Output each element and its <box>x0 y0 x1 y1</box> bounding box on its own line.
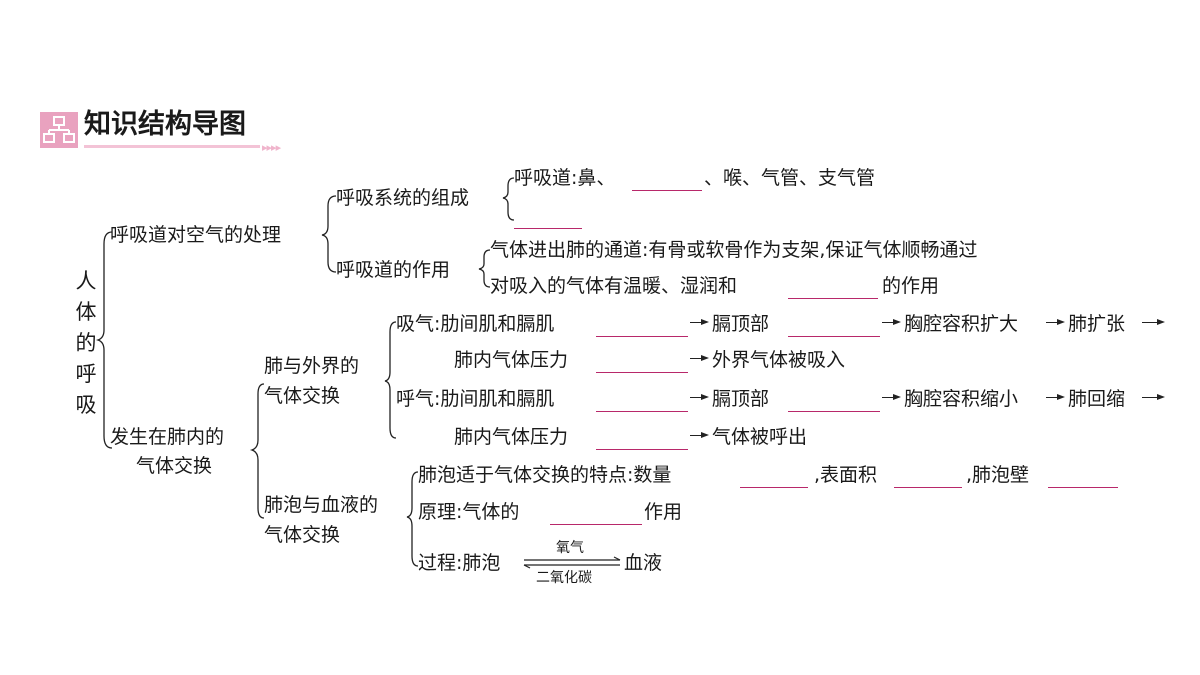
arrow-icon <box>701 319 709 325</box>
function-bracket <box>478 249 491 288</box>
process-prefix: 过程:肺泡 <box>418 552 501 574</box>
arrow-icon <box>893 319 901 325</box>
principle-suffix: 作用 <box>644 501 683 523</box>
knowledge-map-icon <box>40 112 78 148</box>
exhale-diaphragm: 膈顶部 <box>712 388 770 410</box>
exhale-pressure: 肺内气体压力 <box>454 426 569 448</box>
inhale-chest: 胸腔容积扩大 <box>904 313 1019 335</box>
blank-clean[interactable] <box>788 298 878 299</box>
arrow-shaft <box>690 322 702 324</box>
arrow-shaft <box>690 435 702 437</box>
function-line2-b: 的作用 <box>882 275 940 297</box>
process-top-label: 氧气 <box>556 540 584 556</box>
exhale-result: 气体被呼出 <box>712 426 808 448</box>
blood-label-2: 气体交换 <box>264 524 341 546</box>
blank-exhale-pressure[interactable] <box>596 449 688 450</box>
branch1-label: 呼吸道对空气的处理 <box>110 224 282 246</box>
blood-bracket <box>406 471 419 567</box>
exhale-prefix: 呼气:肋间肌和膈肌 <box>396 388 555 410</box>
inhale-prefix: 吸气:肋间肌和膈肌 <box>396 313 555 335</box>
composition-line1-b: 、喉、气管、支气管 <box>704 167 876 189</box>
arrow-shaft <box>882 397 894 399</box>
composition-label: 呼吸系统的组成 <box>336 187 470 209</box>
blank-exhale-diaphragm[interactable] <box>788 411 880 412</box>
exhale-lung: 肺回缩 <box>1068 388 1126 410</box>
title-decoration: ▸▸▸▸ <box>262 141 281 154</box>
composition-bracket <box>502 177 515 221</box>
inhale-diaphragm: 膈顶部 <box>712 313 770 335</box>
process-suffix: 血液 <box>624 552 663 574</box>
arrow-shaft <box>1142 397 1158 399</box>
arrow-shaft <box>1142 322 1158 324</box>
features-wall: ,肺泡壁 <box>966 464 1030 486</box>
blank-principle[interactable] <box>550 524 642 525</box>
blank-surface-area[interactable] <box>894 487 962 488</box>
arrow-shaft <box>690 358 702 360</box>
blank-alveolar-wall[interactable] <box>1048 487 1118 488</box>
arrow-shaft <box>1046 322 1058 324</box>
root-char-4: 呼 <box>75 362 97 386</box>
blank-inhale-pressure[interactable] <box>596 372 688 373</box>
external-bracket <box>384 321 397 439</box>
blank-nose-throat[interactable] <box>632 190 702 191</box>
root-char-2: 体 <box>75 300 97 324</box>
branch2-bracket <box>249 383 265 519</box>
exchange-arrows-icon <box>523 556 621 569</box>
branch2-label-1: 发生在肺内的 <box>110 426 225 448</box>
root-char-1: 人 <box>75 269 97 293</box>
external-label-1: 肺与外界的 <box>264 355 360 377</box>
arrow-icon <box>1057 319 1065 325</box>
blank-exhale-muscle[interactable] <box>596 411 688 412</box>
blank-inhale-muscle[interactable] <box>596 336 688 337</box>
arrow-shaft <box>1046 397 1058 399</box>
arrow-icon <box>893 394 901 400</box>
root-bracket <box>95 231 113 449</box>
features-area: ,表面积 <box>814 464 878 486</box>
arrow-shaft <box>690 397 702 399</box>
blank-lungs[interactable] <box>514 228 582 229</box>
inhale-pressure: 肺内气体压力 <box>454 349 569 371</box>
section-title: 知识结构导图 <box>84 109 246 140</box>
function-line1: 气体进出肺的通道:有骨或软骨作为支架,保证气体顺畅通过 <box>490 239 978 261</box>
blank-alveoli-count[interactable] <box>740 487 808 488</box>
external-label-2: 气体交换 <box>264 385 341 407</box>
arrow-shaft <box>882 322 894 324</box>
function-line2-a: 对吸入的气体有温暖、湿润和 <box>490 275 738 297</box>
composition-line1-a: 呼吸道:鼻、 <box>514 167 616 189</box>
branch2-label-2: 气体交换 <box>136 455 213 477</box>
blood-label-1: 肺泡与血液的 <box>264 494 379 516</box>
branch1-bracket <box>321 195 337 273</box>
principle-prefix: 原理:气体的 <box>418 501 520 523</box>
features-prefix: 肺泡适于气体交换的特点:数量 <box>418 464 672 486</box>
arrow-icon <box>701 432 709 438</box>
inhale-result: 外界气体被吸入 <box>712 349 846 371</box>
inhale-lung: 肺扩张 <box>1068 313 1126 335</box>
arrow-icon <box>701 394 709 400</box>
blank-inhale-diaphragm[interactable] <box>788 336 880 337</box>
root-char-5: 吸 <box>75 393 97 417</box>
root-char-3: 的 <box>75 331 97 355</box>
arrow-icon <box>701 355 709 361</box>
process-bottom-label: 二氧化碳 <box>536 570 592 586</box>
title-underline <box>84 145 260 148</box>
arrow-icon <box>1157 394 1165 400</box>
exhale-chest: 胸腔容积缩小 <box>904 388 1019 410</box>
function-label: 呼吸道的作用 <box>336 259 451 281</box>
arrow-icon <box>1157 319 1165 325</box>
arrow-icon <box>1057 394 1065 400</box>
